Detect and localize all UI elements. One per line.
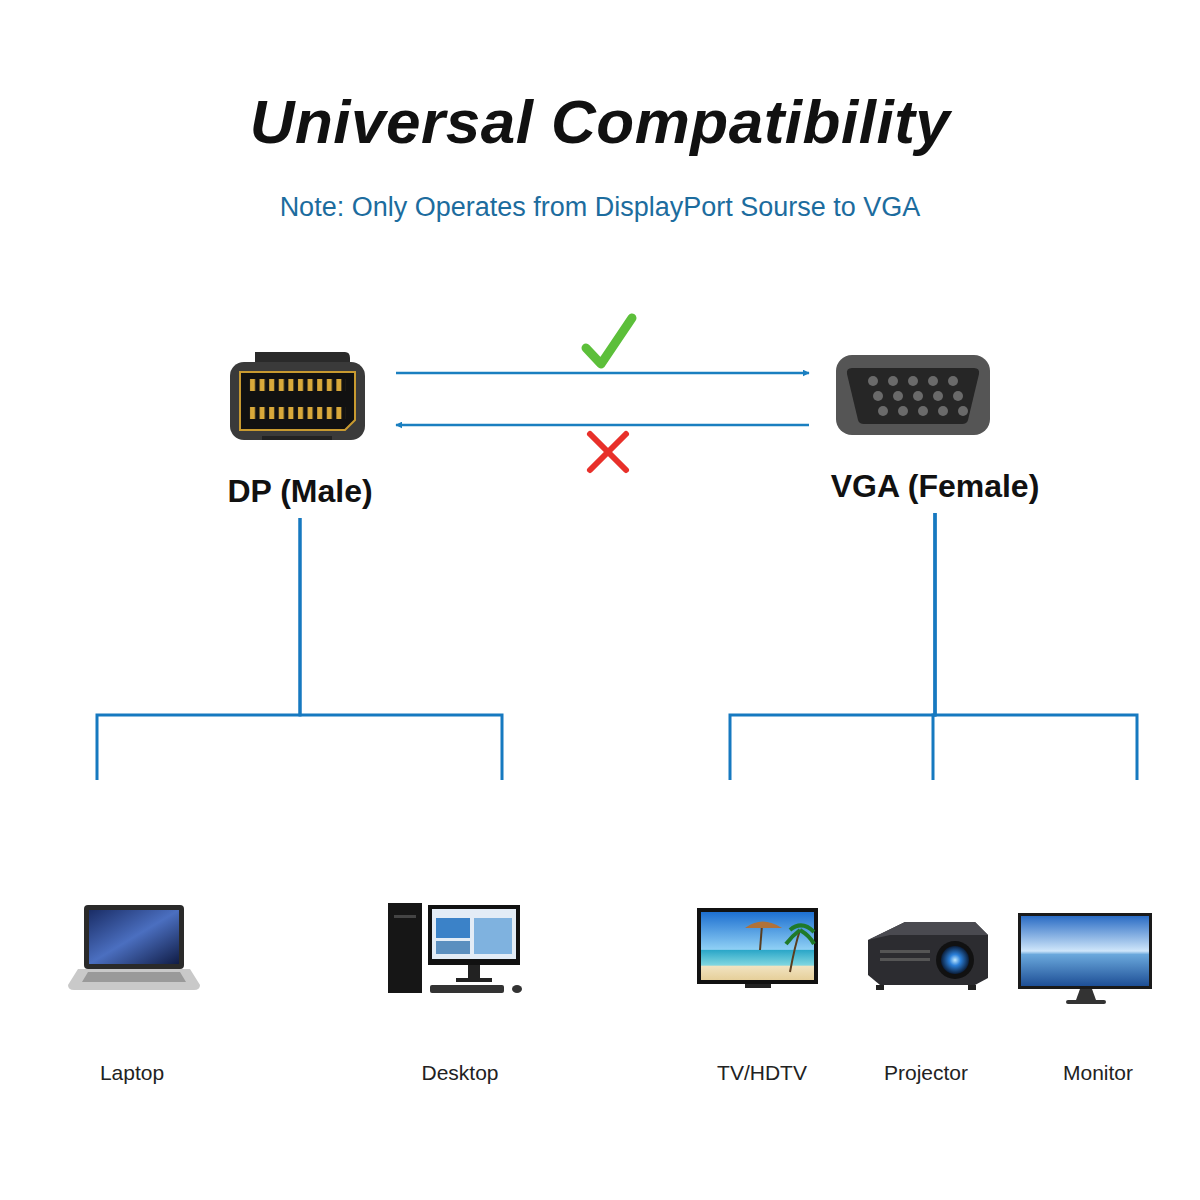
bracket-line xyxy=(730,513,935,780)
desktop-icon xyxy=(388,903,522,993)
node-label: DP (Male) xyxy=(227,472,372,510)
bracket-line xyxy=(300,518,502,780)
device-box: Monitor xyxy=(1023,780,1173,1085)
node-label: Monitor xyxy=(1063,1060,1133,1085)
device-box: Laptop xyxy=(57,780,207,1085)
laptop-icon xyxy=(68,905,200,990)
bracket-line xyxy=(97,518,300,780)
note-text: Note: Only Operates from DisplayPort Sou… xyxy=(0,192,1200,223)
projector-icon xyxy=(868,922,988,990)
vga-connector-icon xyxy=(836,355,990,435)
device-box: TV/HDTV xyxy=(690,780,834,1085)
bracket-line xyxy=(935,513,1137,780)
node-label: Projector xyxy=(884,1060,968,1085)
direction-arrow xyxy=(396,424,809,427)
title: Universal Compatibility xyxy=(0,86,1200,157)
tv-icon xyxy=(697,908,818,988)
check-mark xyxy=(586,318,632,364)
direction-arrow xyxy=(396,372,809,375)
device-box: Projector xyxy=(856,780,996,1085)
node-label: TV/HDTV xyxy=(717,1060,807,1085)
node-label: Laptop xyxy=(100,1060,164,1085)
node-label: VGA (Female) xyxy=(831,467,1040,505)
cross-mark xyxy=(590,434,626,470)
monitor-icon xyxy=(1018,913,1152,1004)
port-label-box: VGA (Female) xyxy=(815,345,1055,505)
port-label-box: DP (Male) xyxy=(210,345,390,510)
node-label: Desktop xyxy=(421,1060,498,1085)
dp-connector-icon xyxy=(230,352,365,440)
device-box: Desktop xyxy=(380,780,540,1085)
